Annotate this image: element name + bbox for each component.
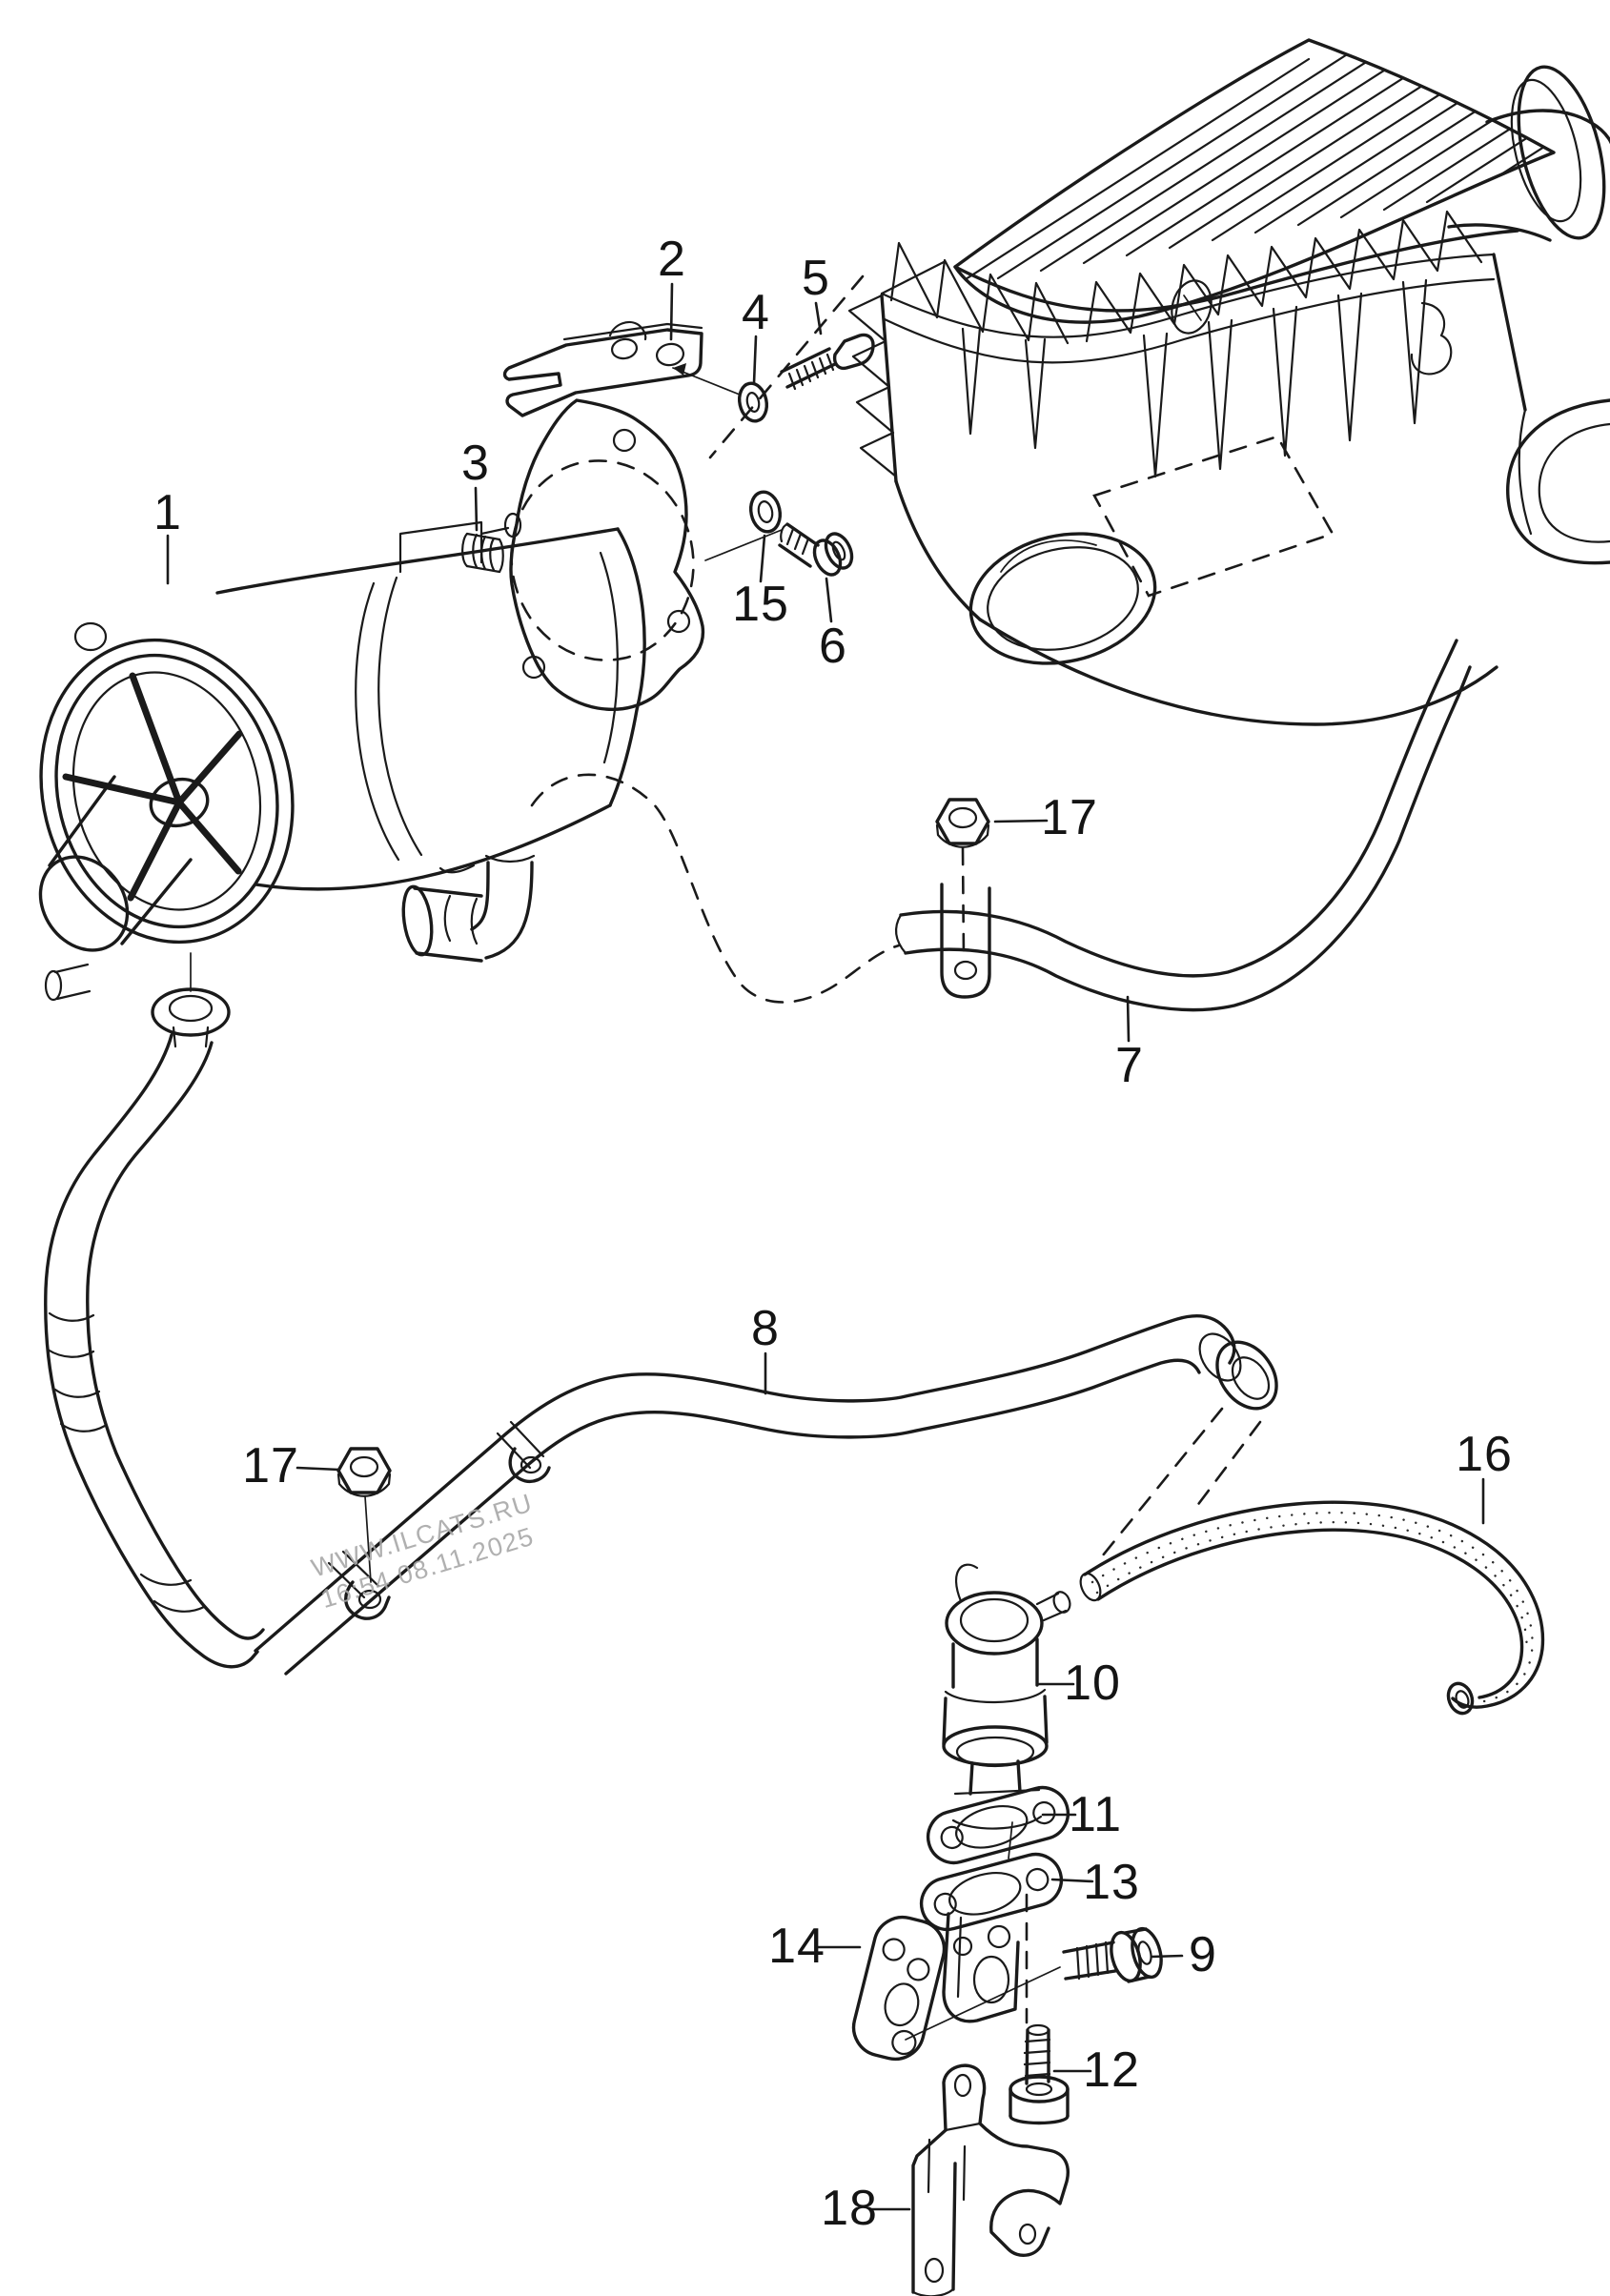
part-label-10: 10 xyxy=(1064,1656,1121,1711)
flange-13 xyxy=(919,1852,1064,2023)
bolt-6 xyxy=(704,522,854,577)
part-label-17-lower: 17 xyxy=(242,1438,299,1493)
part-label-4: 4 xyxy=(742,285,770,340)
combi-valve xyxy=(942,1563,1071,1859)
pipe-8 xyxy=(254,1314,1278,1676)
leader-lines xyxy=(166,282,1485,2211)
pipe-7 xyxy=(894,639,1472,1012)
gasket-14 xyxy=(851,1915,947,2062)
part-label-16: 16 xyxy=(1456,1427,1513,1482)
elbow-fitting xyxy=(401,854,536,963)
part-label-11: 11 xyxy=(1069,1787,1122,1842)
nut-17-upper xyxy=(935,798,990,960)
nut-17-lower xyxy=(336,1447,392,1583)
part-label-3: 3 xyxy=(461,436,490,491)
bracket-18 xyxy=(911,2063,1070,2296)
bolt-12 xyxy=(1009,1893,1070,2125)
route-dashed-curve xyxy=(530,773,901,1004)
bolt-5 xyxy=(780,333,875,391)
part-label-14: 14 xyxy=(768,1919,825,1974)
part-label-18: 18 xyxy=(821,2181,878,2236)
hose-16 xyxy=(1079,1500,1545,1716)
part-label-12: 12 xyxy=(1083,2042,1140,2098)
part-label-7: 7 xyxy=(1115,1038,1144,1093)
part-label-5: 5 xyxy=(802,251,830,306)
part-label-1: 1 xyxy=(153,485,182,540)
bolt-9 xyxy=(905,1926,1163,2041)
part-label-8: 8 xyxy=(751,1301,780,1356)
gasket-11 xyxy=(926,1785,1070,1865)
part-label-6: 6 xyxy=(819,619,847,674)
washer-15 xyxy=(748,490,783,534)
part-label-17-upper: 17 xyxy=(1041,790,1098,845)
bracket-2 xyxy=(502,274,865,459)
grommet-3 xyxy=(461,532,504,574)
part-label-2: 2 xyxy=(658,232,686,287)
air-filter-housing xyxy=(847,38,1610,726)
pump-outlet-hose xyxy=(44,1033,265,1669)
part-label-15: 15 xyxy=(732,577,789,632)
washer-4 xyxy=(737,381,769,423)
part-label-13: 13 xyxy=(1083,1855,1140,1910)
part-label-9: 9 xyxy=(1189,1927,1217,1982)
pump-mounting-plate xyxy=(509,398,705,711)
air-pump xyxy=(38,512,646,1048)
